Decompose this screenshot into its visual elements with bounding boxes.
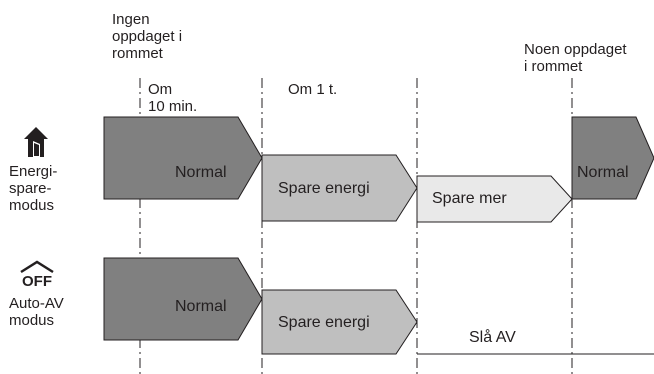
- auto-off-stage-off-label: Slå AV: [469, 329, 516, 346]
- energy-stage-save-more-arrow: [416, 175, 573, 223]
- energy-stage-normal-again-arrow: [571, 116, 654, 200]
- energy-stage-normal-again-label: Normal: [577, 164, 629, 181]
- auto-off-stage-normal-label: Normal: [175, 298, 227, 315]
- auto-off-stage-normal-arrow: [103, 257, 263, 341]
- energy-stage-save-energy-label: Spare energi: [278, 180, 370, 197]
- after-1-hour-note: Om 1 t.: [288, 81, 338, 98]
- off-icon-text: OFF: [22, 273, 52, 290]
- energy-stage-save-energy-arrow: [261, 154, 418, 222]
- auto-off-stage-save-energy-label: Spare energi: [278, 314, 370, 331]
- no-one-detected-note: Ingen oppdaget i rommet: [112, 11, 183, 62]
- someone-detected-note: Noen oppdaget i rommet: [524, 41, 627, 75]
- energy-stage-save-more-label: Spare mer: [432, 190, 507, 207]
- energy-stage-normal-label: Normal: [175, 164, 227, 181]
- energy-saving-mode-label: Energi- spare- modus: [9, 163, 58, 214]
- energy-stage-normal-arrow: [103, 116, 263, 200]
- house-icon: [24, 127, 48, 157]
- auto-off-mode-label: Auto-AV modus: [9, 295, 64, 329]
- after-10-min-note: Om 10 min.: [148, 81, 198, 115]
- off-house-icon: OFF: [20, 260, 54, 290]
- auto-off-stage-save-energy-arrow: [261, 289, 418, 355]
